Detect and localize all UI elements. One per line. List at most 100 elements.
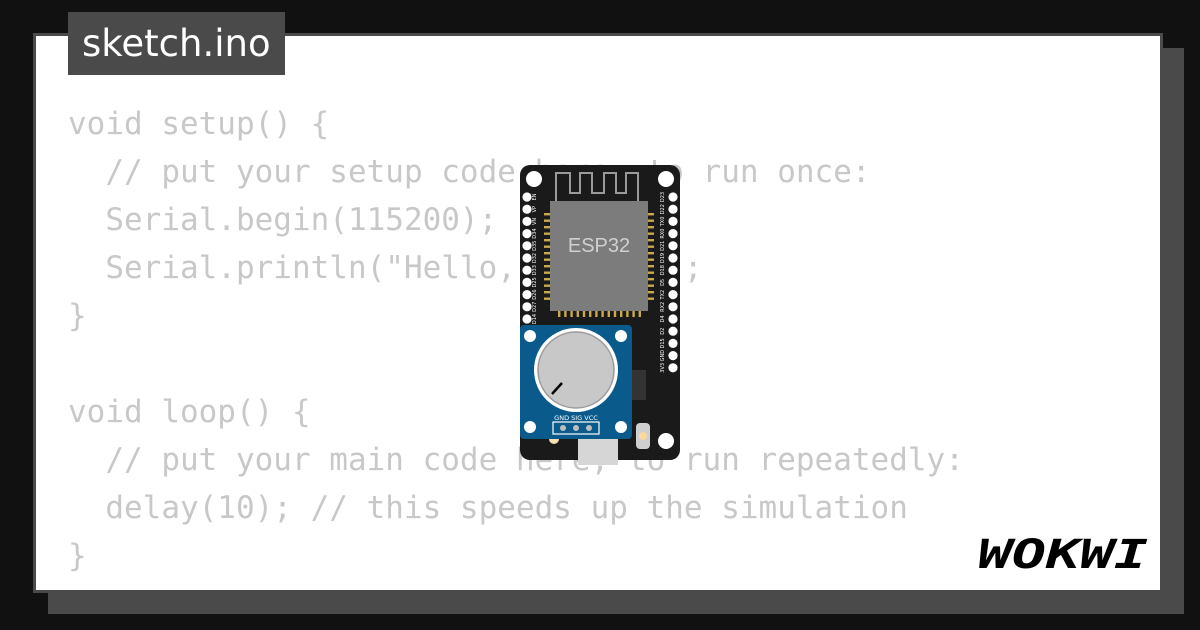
status-led bbox=[639, 432, 647, 440]
code-line: } bbox=[68, 298, 87, 334]
header-pin-d32[interactable] bbox=[522, 253, 532, 263]
chip-pad bbox=[648, 252, 654, 255]
chip-pad bbox=[648, 284, 654, 287]
chip-pad bbox=[544, 265, 550, 268]
pin-label: D18 bbox=[660, 265, 666, 275]
code-line: Serial.begin(115200); bbox=[68, 202, 498, 238]
header-pin-d33[interactable] bbox=[522, 265, 532, 275]
header-pin-d26[interactable] bbox=[522, 290, 532, 300]
chip-pad bbox=[589, 311, 592, 317]
pin-label: D27 bbox=[532, 302, 538, 312]
chip-pad bbox=[648, 232, 654, 235]
header-pin-d23[interactable] bbox=[668, 192, 678, 202]
chip-pad bbox=[544, 271, 550, 274]
module-hole bbox=[524, 330, 536, 342]
pin-label: D34 bbox=[532, 228, 538, 238]
header-pin-d21[interactable] bbox=[668, 241, 678, 251]
code-line: void loop() { bbox=[68, 394, 311, 430]
file-tab[interactable]: sketch.ino bbox=[68, 12, 285, 75]
header-pin-d5[interactable] bbox=[668, 277, 678, 287]
chip-pad bbox=[544, 213, 550, 216]
header-pin-d22[interactable] bbox=[668, 204, 678, 214]
chip-pad bbox=[544, 284, 550, 287]
chip-pad bbox=[648, 226, 654, 229]
chip-pad bbox=[648, 265, 654, 268]
chip-pad bbox=[544, 239, 550, 242]
pin-label: D19 bbox=[660, 253, 666, 263]
pin-label: VN bbox=[532, 218, 538, 225]
chip-pad bbox=[648, 213, 654, 216]
pin-label: D4 bbox=[660, 315, 666, 322]
code-line: Serial.println("Hello, ESP32!"); bbox=[68, 250, 703, 286]
rotary-knob[interactable] bbox=[537, 331, 615, 409]
mounting-hole bbox=[658, 433, 674, 449]
antenna-trace bbox=[555, 172, 639, 201]
header-pin-d14[interactable] bbox=[522, 314, 532, 324]
pin-label: D21 bbox=[660, 241, 666, 251]
chip-pad bbox=[544, 226, 550, 229]
chip-pad bbox=[544, 219, 550, 222]
regulator-chip bbox=[632, 370, 646, 400]
module-header bbox=[552, 421, 600, 435]
header-pin-en[interactable] bbox=[522, 192, 532, 202]
chip-pad bbox=[544, 252, 550, 255]
chip-pad bbox=[638, 311, 641, 317]
chip-pad bbox=[648, 239, 654, 242]
header-pin-vn[interactable] bbox=[522, 216, 532, 226]
pin-label: D33 bbox=[532, 265, 538, 275]
header-pin-d35[interactable] bbox=[522, 241, 532, 251]
pin-label: D32 bbox=[532, 253, 538, 263]
pin-label: D2 bbox=[660, 328, 666, 335]
header-pin-gnd[interactable] bbox=[668, 351, 678, 361]
mounting-hole bbox=[658, 171, 674, 187]
chip-pad bbox=[648, 219, 654, 222]
code-line bbox=[68, 340, 964, 388]
pin-label: RX2 bbox=[660, 302, 666, 312]
header-pin-rx2[interactable] bbox=[668, 302, 678, 312]
header-pin-d4[interactable] bbox=[668, 314, 678, 324]
header-pin-d2[interactable] bbox=[668, 326, 678, 336]
wokwi-logo[interactable]: WOKWI bbox=[978, 526, 1150, 576]
wokwi-logo-text: WOKWI bbox=[978, 532, 1148, 576]
module-hole bbox=[615, 421, 627, 433]
pin-label: TX2 bbox=[660, 290, 666, 301]
header-pin-d34[interactable] bbox=[522, 229, 532, 239]
header-pin-d18[interactable] bbox=[668, 265, 678, 275]
chip-pad bbox=[601, 311, 604, 317]
chip-pad bbox=[648, 291, 654, 294]
knob-indicator bbox=[551, 382, 563, 395]
header-pin-tx0[interactable] bbox=[668, 216, 678, 226]
chip-pad bbox=[544, 245, 550, 248]
pin-label: D23 bbox=[660, 192, 666, 202]
pin-label: 3V3 bbox=[660, 363, 666, 373]
module-pin bbox=[586, 425, 592, 431]
chip-pad bbox=[582, 311, 586, 317]
header-pin-d27[interactable] bbox=[522, 302, 532, 312]
chip-pad bbox=[544, 297, 550, 300]
chip-pad bbox=[595, 311, 598, 317]
chip-pad bbox=[576, 311, 579, 317]
esp32-board[interactable]: ESP32 ENVPVND34D35D32D33D25D26D27D14D12D… bbox=[520, 165, 680, 465]
module-pin-label: GND SIG VCC bbox=[554, 414, 598, 422]
pin-label: RX0 bbox=[660, 229, 666, 239]
chip-pad bbox=[648, 278, 654, 281]
pin-label: D15 bbox=[660, 338, 666, 348]
chip-label: ESP32 bbox=[568, 235, 630, 257]
header-pin-rx0[interactable] bbox=[668, 229, 678, 239]
pin-label: TX0 bbox=[660, 217, 666, 228]
header-pin-vp[interactable] bbox=[522, 204, 532, 214]
header-pin-tx2[interactable] bbox=[668, 290, 678, 300]
file-tab-label: sketch.ino bbox=[82, 22, 271, 65]
code-line: // put your main code here, to run repea… bbox=[68, 442, 964, 478]
pin-label: D5 bbox=[660, 279, 666, 286]
header-pin-d19[interactable] bbox=[668, 253, 678, 263]
header-pin-d25[interactable] bbox=[522, 277, 532, 287]
pin-label: D35 bbox=[532, 241, 538, 251]
chip-pad bbox=[648, 271, 654, 274]
chip-pad bbox=[648, 245, 654, 248]
pin-label: D25 bbox=[532, 277, 538, 287]
header-pin-d15[interactable] bbox=[668, 338, 678, 348]
header-pin-3v3[interactable] bbox=[668, 363, 678, 373]
code-editor[interactable]: void setup() { // put your setup code he… bbox=[68, 100, 964, 580]
chip-pad bbox=[558, 311, 561, 317]
